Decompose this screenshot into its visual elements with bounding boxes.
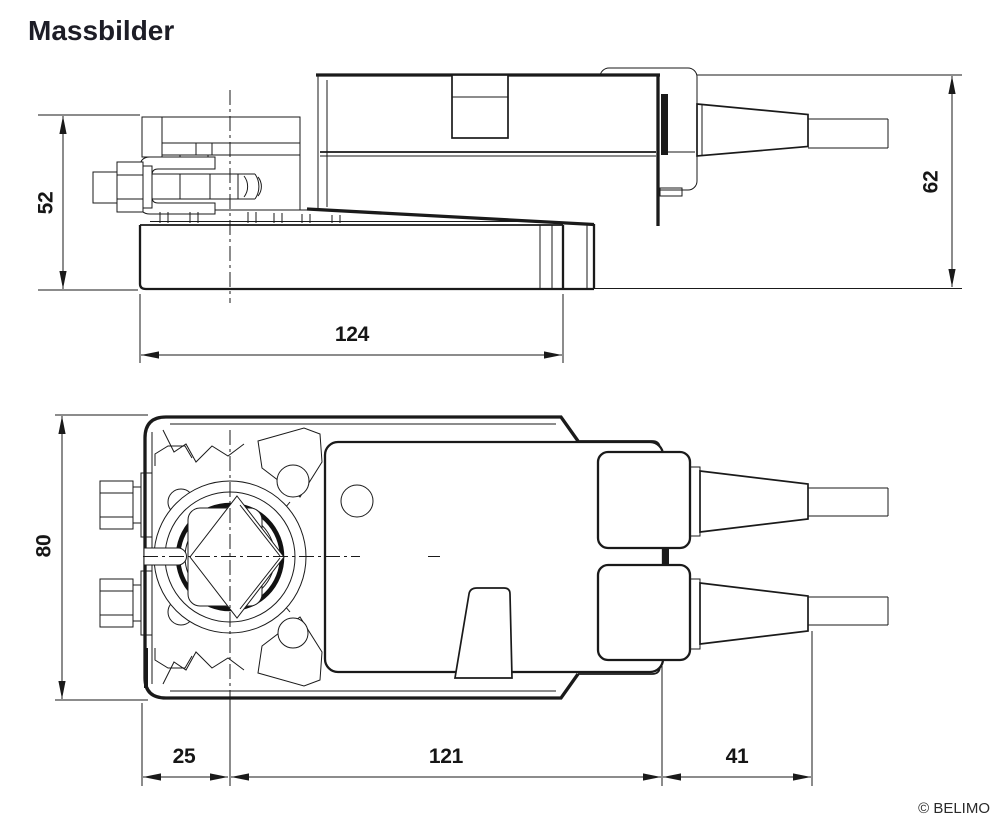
clamp-u-bolt — [92, 156, 262, 215]
dimension-label-25: 25 — [173, 745, 196, 768]
dimension-label-124: 124 — [335, 323, 370, 346]
dimension-52: 52 — [35, 114, 140, 291]
dimension-62: 62 — [920, 76, 956, 287]
gear-release-button — [451, 74, 509, 139]
plan-view-drawing: 80 25 121 41 — [33, 414, 889, 786]
dimension-124: 124 — [139, 294, 564, 363]
dimension-25-121-41: 25 121 41 — [141, 631, 813, 786]
clamp-hole-se — [277, 617, 309, 649]
actuator-base-side — [138, 207, 596, 291]
dimension-label-121: 121 — [429, 745, 464, 768]
cable-gland-bottom — [699, 582, 809, 645]
dimension-80: 80 — [33, 414, 148, 701]
actuator-body-side — [318, 75, 660, 226]
cover-hole — [340, 484, 374, 518]
connector-block-bottom — [596, 563, 692, 662]
dimension-label-80: 80 — [33, 535, 56, 558]
bolt-nut — [116, 161, 144, 213]
dimension-label-62: 62 — [920, 171, 943, 194]
connector-blocks — [596, 450, 889, 662]
side-view-drawing: 52 62 124 — [35, 67, 962, 363]
clamp-hole-ne — [276, 464, 310, 498]
cable-gland-top — [699, 470, 809, 533]
connector-shadow-bar — [661, 94, 668, 155]
connector-block-top — [596, 450, 692, 550]
position-indicator-slot — [143, 547, 187, 566]
dimension-label-41: 41 — [726, 745, 749, 768]
copyright-notice: © BELIMO — [918, 800, 990, 817]
manual-override-lever — [453, 587, 513, 679]
page-title: Massbilder — [28, 15, 174, 46]
bolt-head — [92, 171, 118, 204]
bolt-bottom — [99, 570, 153, 636]
dimension-label-52: 52 — [35, 192, 58, 215]
base-notch-plate — [159, 209, 341, 223]
shaft-diamond — [189, 495, 285, 619]
clamp-casting — [154, 427, 323, 687]
bolt-top — [99, 472, 153, 538]
